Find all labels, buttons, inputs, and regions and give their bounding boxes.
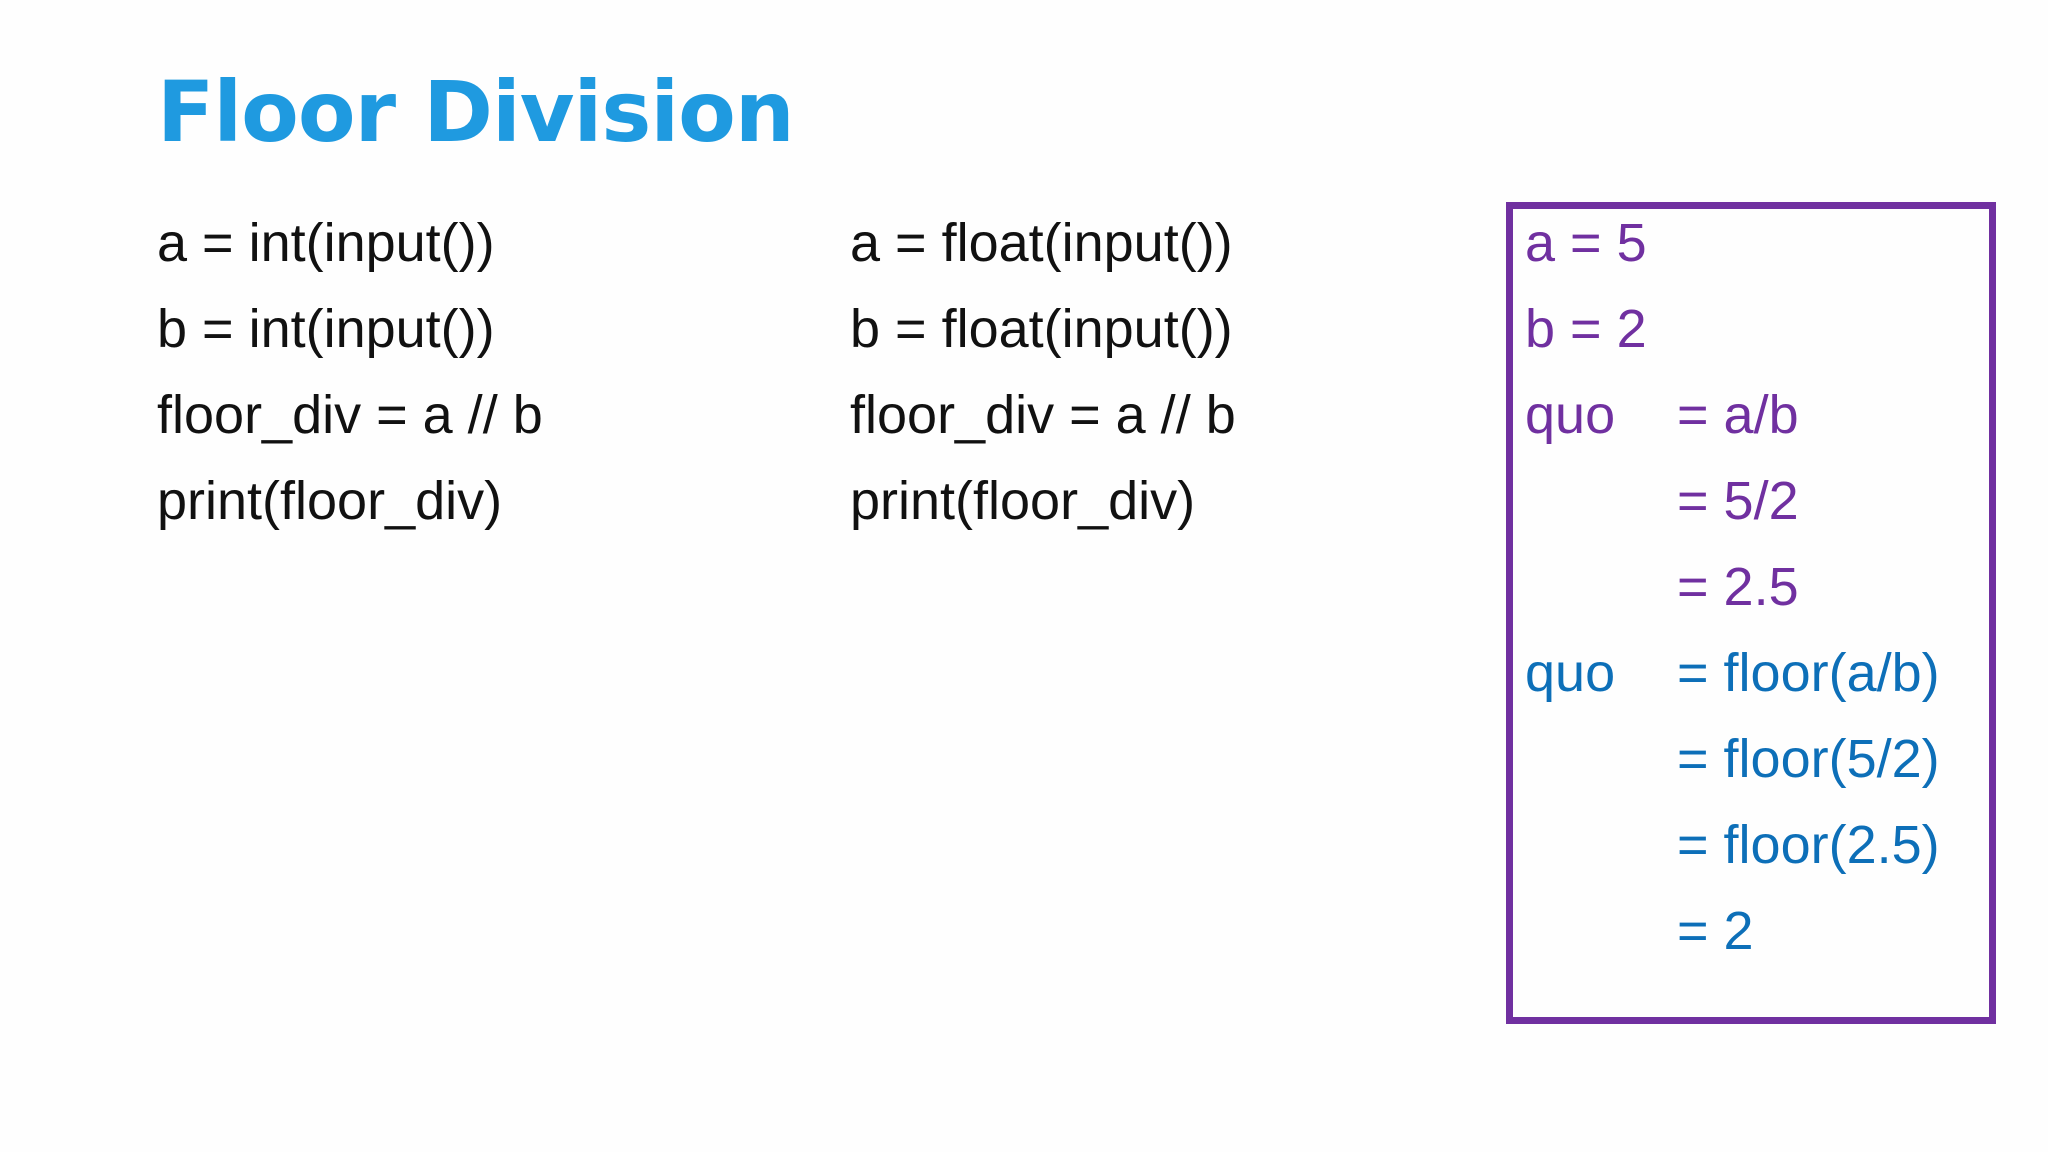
float-code-line: print(floor_div) xyxy=(850,471,1196,531)
calc-expression: = floor(2.5) xyxy=(1677,815,1940,875)
calc-variable: quo xyxy=(1525,643,1616,703)
calc-step: = 2 xyxy=(1525,888,1985,974)
int-code-line: b = int(input()) xyxy=(157,299,495,359)
calc-expression: = floor(a/b) xyxy=(1677,643,1940,703)
int-code-line: floor_div = a // b xyxy=(157,385,543,445)
float-code-line: b = float(input()) xyxy=(850,299,1233,359)
calc-step: = floor(5/2) xyxy=(1525,716,1985,802)
calculation-box xyxy=(1506,202,1996,1024)
float-code-line: a = float(input()) xyxy=(850,213,1233,273)
int-code-line: print(floor_div) xyxy=(157,471,503,531)
calc-expression: = floor(5/2) xyxy=(1677,729,1940,789)
calc-step: = 2.5 xyxy=(1525,544,1985,630)
calculation-steps: a = 5 b = 2 quo = a/b = 5/2 = 2.5 quo = … xyxy=(1525,200,1985,974)
calc-step: quo = floor(a/b) xyxy=(1525,630,1985,716)
calc-step: = 5/2 xyxy=(1525,458,1985,544)
calc-variable: a = 5 xyxy=(1525,213,1647,273)
calc-expression: = a/b xyxy=(1677,385,1799,445)
int-code-block: a = int(input()) b = int(input()) floor_… xyxy=(157,200,543,544)
calc-expression: = 2 xyxy=(1677,901,1754,961)
float-code-block: a = float(input()) b = float(input()) fl… xyxy=(850,200,1236,544)
calc-expression: = 2.5 xyxy=(1677,557,1799,617)
float-code-line: floor_div = a // b xyxy=(850,385,1236,445)
calc-step: = floor(2.5) xyxy=(1525,802,1985,888)
int-code-line: a = int(input()) xyxy=(157,213,495,273)
calc-step: a = 5 xyxy=(1525,200,1985,286)
calc-step: b = 2 xyxy=(1525,286,1985,372)
calc-variable: quo xyxy=(1525,385,1616,445)
slide-title: Floor Division xyxy=(157,63,795,161)
calc-expression: = 5/2 xyxy=(1677,471,1799,531)
calc-variable: b = 2 xyxy=(1525,299,1647,359)
calc-step: quo = a/b xyxy=(1525,372,1985,458)
